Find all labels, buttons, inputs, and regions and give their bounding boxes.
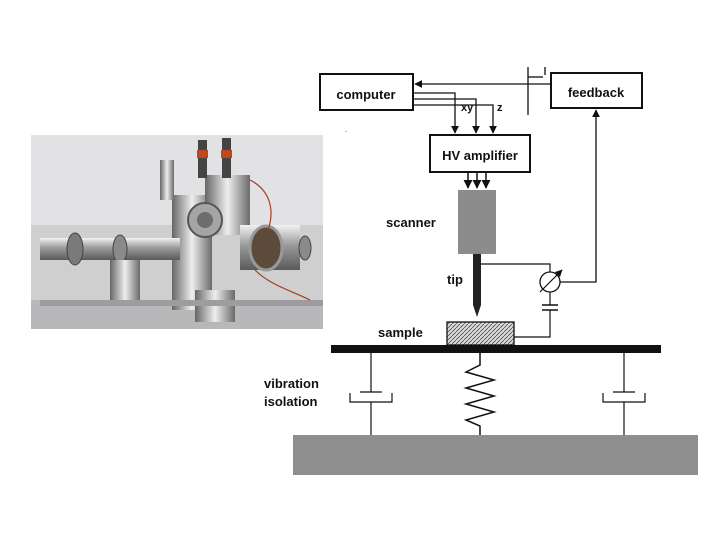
tip-label: tip xyxy=(447,272,463,287)
left-damper xyxy=(349,353,393,435)
cable-2 xyxy=(254,269,311,301)
meter-to-feedback-arrow xyxy=(560,109,600,283)
stray-mark: ´ xyxy=(345,130,348,139)
hv-amplifier-box xyxy=(429,134,531,173)
scanner-label: scanner xyxy=(386,215,436,230)
xy-label: xy xyxy=(461,102,474,114)
isolation-table xyxy=(331,345,661,353)
left-flange xyxy=(66,232,84,266)
viewport-window xyxy=(248,224,284,272)
xy-line-1 xyxy=(413,92,459,134)
bias-to-sample-wire xyxy=(514,310,551,338)
ground-base xyxy=(293,435,698,475)
xy-line-2 xyxy=(413,98,480,134)
sample-block xyxy=(446,321,515,346)
table-edge xyxy=(40,300,323,306)
front-flange-center xyxy=(197,212,213,228)
mid-flange xyxy=(112,234,128,264)
isolation-label: isolation xyxy=(264,394,318,409)
sample-label: sample xyxy=(378,325,423,340)
right-damper xyxy=(602,353,646,435)
hv-amplifier-label: HV amplifier xyxy=(442,148,518,163)
meter-needle xyxy=(539,269,563,293)
computer-box xyxy=(319,73,414,111)
manipulator xyxy=(160,160,174,200)
scanner-block xyxy=(458,190,496,254)
feedthrough-1 xyxy=(198,140,207,178)
feedthrough-2-band xyxy=(221,150,232,158)
uhv-stm-chamber-photo xyxy=(31,135,323,329)
feedback-box xyxy=(550,72,643,109)
tip-shape xyxy=(473,254,481,317)
vibration-label: vibration xyxy=(264,376,319,391)
lower-pump xyxy=(110,260,140,305)
isolation-spring xyxy=(463,353,497,435)
cable xyxy=(249,179,272,231)
z-line xyxy=(413,104,497,134)
z-label: z xyxy=(497,102,503,114)
computer-label: computer xyxy=(336,87,395,102)
feedback-label: feedback xyxy=(568,85,625,100)
left-arm xyxy=(40,238,180,260)
tip-to-meter-wire xyxy=(481,263,551,272)
right-flange xyxy=(298,235,312,261)
feedthrough-1-band xyxy=(197,150,208,158)
